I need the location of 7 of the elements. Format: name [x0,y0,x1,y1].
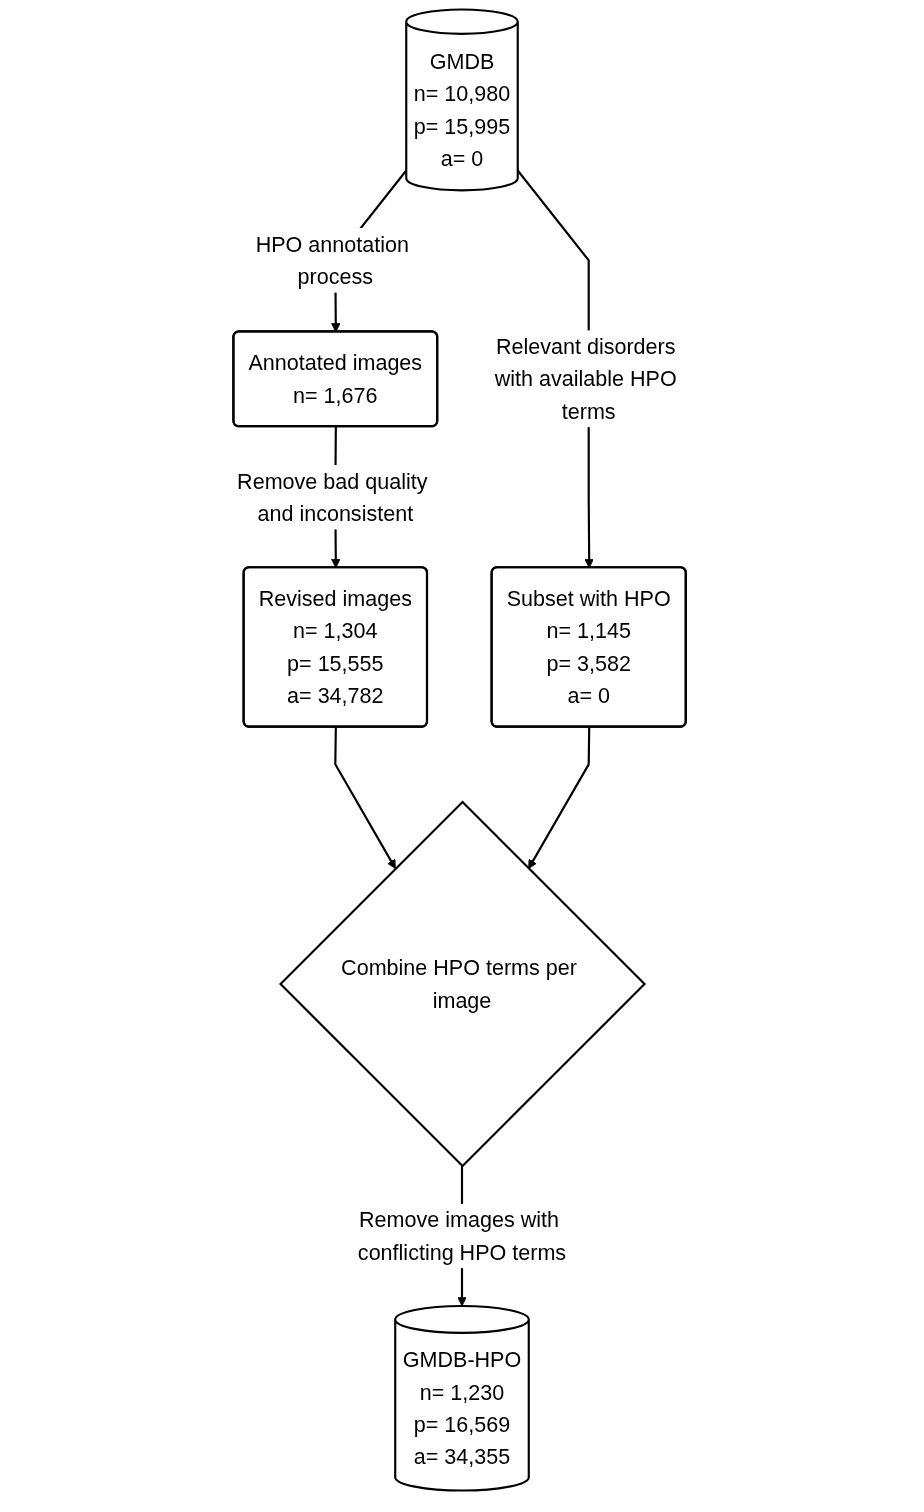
edge-label: Relevant disorders with available HPO terms [494,334,677,423]
edge-label: Remove bad quality and inconsistent [237,469,428,526]
edge-label: HPO annotation process [255,232,409,289]
arrow [528,727,591,870]
arrow [334,727,396,870]
node-diamond: Combine HPO terms per image [279,800,647,1168]
edge-label: Remove images with conflicting HPO terms [357,1208,567,1265]
